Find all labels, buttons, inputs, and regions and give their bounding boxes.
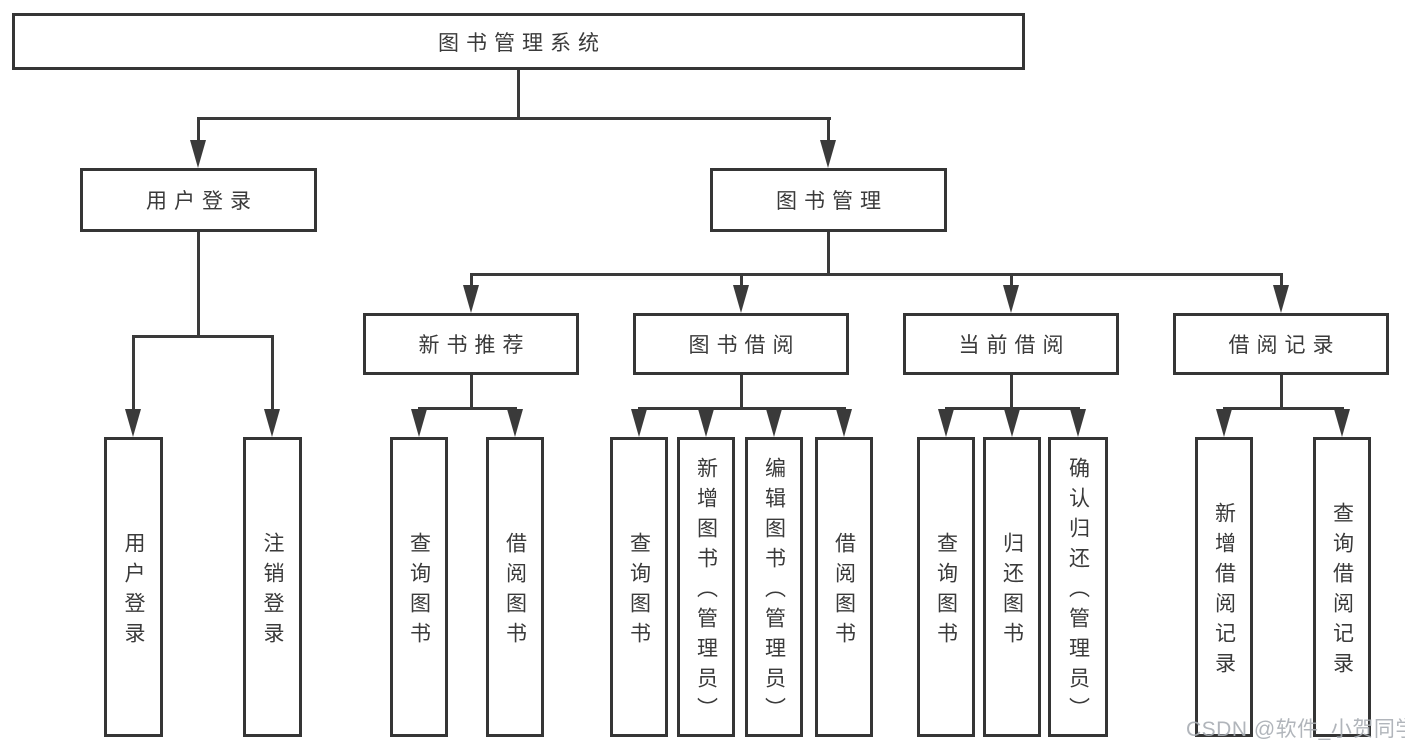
connector-crossbar	[418, 407, 517, 410]
leaf-label: 确认归还（管理员）	[1066, 456, 1090, 727]
arrow-down-icon	[1070, 409, 1086, 437]
connector-crossbar	[945, 407, 1080, 410]
arrow-down-icon	[820, 140, 836, 168]
connector-book-management-crossbar	[470, 273, 1283, 276]
leaf-label: 新增图书（管理员）	[694, 456, 718, 727]
leaf-label: 查询借阅记录	[1330, 501, 1354, 682]
node-borrowing-records: 借阅记录	[1173, 313, 1389, 375]
connector-stem	[1010, 375, 1013, 409]
arrow-down-icon	[190, 140, 206, 168]
connector-crossbar	[638, 407, 846, 410]
arrow-down-icon	[836, 409, 852, 437]
leaf-label: 注销登录	[261, 531, 284, 652]
arrow-down-icon	[1334, 409, 1350, 437]
connector-book-management-stem	[827, 232, 830, 276]
arrow-down-icon	[1003, 285, 1019, 313]
node-book-borrowing: 图书借阅	[633, 313, 849, 375]
leaf-label: 借阅图书	[832, 531, 856, 652]
arrow-down-icon	[631, 409, 647, 437]
connector-root-crossbar	[197, 117, 831, 120]
leaf-label: 查询图书	[934, 531, 958, 652]
leaf-logout: 注销登录	[243, 437, 302, 737]
node-label: 借阅记录	[1228, 334, 1341, 357]
leaf-return-books: 归还图书	[983, 437, 1041, 737]
connector-to-user-login	[197, 119, 200, 142]
leaf-add-borrow-record: 新增借阅记录	[1195, 437, 1253, 737]
arrow-down-icon	[1004, 409, 1020, 437]
arrow-down-icon	[125, 409, 141, 437]
leaf-borrow-books: 借阅图书	[815, 437, 873, 737]
arrow-down-icon	[733, 285, 749, 313]
arrow-down-icon	[698, 409, 714, 437]
arrow-down-icon	[766, 409, 782, 437]
node-label: 当前借阅	[958, 334, 1071, 357]
node-current-borrowing: 当前借阅	[903, 313, 1119, 375]
node-library-management-system: 图书管理系统	[12, 13, 1025, 70]
leaf-label: 借阅图书	[503, 531, 527, 652]
connector-root-stem	[517, 70, 520, 119]
connector-to-book-management	[827, 119, 830, 142]
arrow-down-icon	[1216, 409, 1232, 437]
node-label: 用户登录	[146, 190, 258, 213]
leaf-add-book-admin: 新增图书（管理员）	[677, 437, 735, 737]
leaf-label: 查询图书	[407, 531, 431, 652]
leaf-query-books: 查询图书	[610, 437, 668, 737]
arrow-down-icon	[1273, 285, 1289, 313]
watermark: CSDN @软件_小贺同学	[1186, 718, 1405, 741]
node-label: 图书管理系统	[438, 31, 606, 55]
node-user-login: 用户登录	[80, 168, 317, 232]
connector-to-leaf	[132, 338, 135, 411]
leaf-query-books: 查询图书	[917, 437, 975, 737]
arrow-down-icon	[463, 285, 479, 313]
connector-to-node	[1010, 276, 1013, 287]
leaf-confirm-return-admin: 确认归还（管理员）	[1048, 437, 1108, 737]
node-label: 图书借阅	[688, 334, 801, 357]
leaf-user-login: 用户登录	[104, 437, 163, 737]
node-new-book-recommendation: 新书推荐	[363, 313, 579, 375]
node-label: 新书推荐	[418, 334, 531, 357]
connector-to-node	[1280, 276, 1283, 287]
connector-crossbar	[1223, 407, 1344, 410]
connector-user-login-crossbar	[132, 335, 274, 338]
leaf-query-borrow-record: 查询借阅记录	[1313, 437, 1371, 737]
connector-stem	[740, 375, 743, 409]
leaf-borrow-books: 借阅图书	[486, 437, 544, 737]
leaf-label: 归还图书	[1000, 531, 1024, 652]
leaf-label: 编辑图书（管理员）	[762, 456, 786, 727]
connector-stem	[470, 375, 473, 409]
arrow-down-icon	[411, 409, 427, 437]
node-label: 图书管理	[776, 190, 888, 213]
connector-user-login-stem	[197, 232, 200, 338]
connector-stem	[1280, 375, 1283, 409]
node-book-management: 图书管理	[710, 168, 947, 232]
leaf-label: 新增借阅记录	[1212, 501, 1236, 682]
leaf-label: 用户登录	[122, 531, 145, 652]
leaf-query-books: 查询图书	[390, 437, 448, 737]
arrow-down-icon	[507, 409, 523, 437]
connector-to-leaf	[271, 338, 274, 411]
arrow-down-icon	[938, 409, 954, 437]
leaf-edit-book-admin: 编辑图书（管理员）	[745, 437, 803, 737]
connector-to-node	[470, 276, 473, 287]
leaf-label: 查询图书	[627, 531, 651, 652]
arrow-down-icon	[264, 409, 280, 437]
connector-to-node	[740, 276, 743, 287]
